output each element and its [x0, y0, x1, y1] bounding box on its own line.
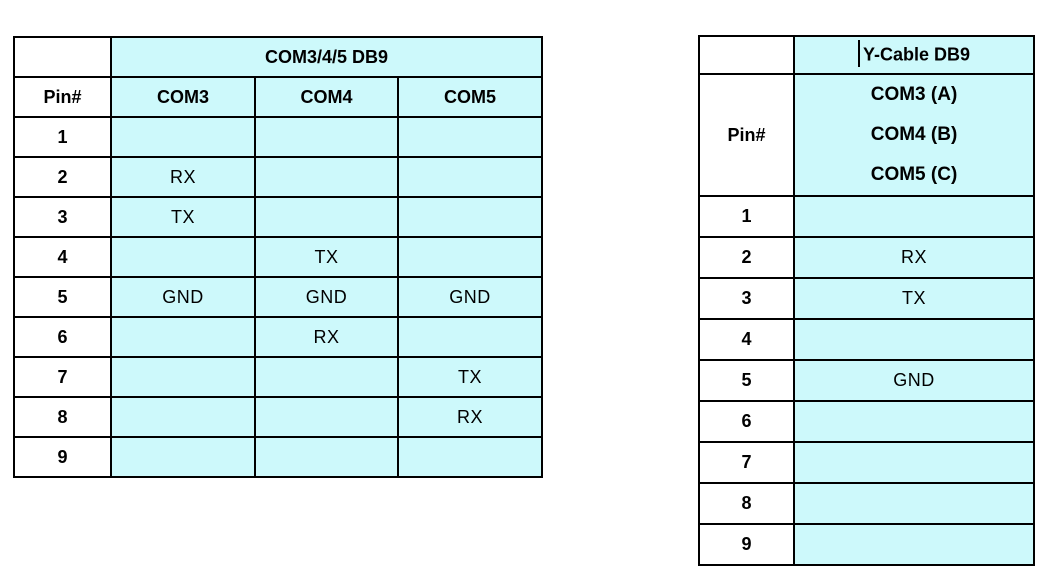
- pin-header-cell: Pin#: [698, 73, 795, 197]
- pin-cell: 3: [13, 196, 112, 238]
- value-cell: RX: [396, 396, 544, 438]
- table-row: 7 TX: [13, 356, 544, 398]
- table-row: 8 RX: [13, 396, 544, 438]
- value-cell: [396, 116, 544, 158]
- value-cell: [254, 116, 399, 158]
- pin-cell: 5: [698, 359, 795, 402]
- pin-cell: 6: [698, 400, 795, 443]
- value-cell: [110, 116, 256, 158]
- right-table-title: Y-Cable DB9: [793, 35, 1035, 75]
- column-header-com4: COM4: [254, 76, 399, 118]
- pin-cell: 5: [13, 276, 112, 318]
- left-table-corner-cell: [13, 36, 112, 78]
- value-cell: [793, 400, 1035, 443]
- value-cell: GND: [793, 359, 1035, 402]
- pin-cell: 1: [698, 195, 795, 238]
- value-cell: [254, 196, 399, 238]
- table-row: 4 TX: [13, 236, 544, 278]
- value-cell: TX: [396, 356, 544, 398]
- column-header-com3: COM3: [110, 76, 256, 118]
- value-cell: [254, 356, 399, 398]
- pin-cell: 4: [698, 318, 795, 361]
- value-cell: GND: [110, 276, 256, 318]
- pin-cell: 2: [698, 236, 795, 279]
- pin-header-cell: Pin#: [13, 76, 112, 118]
- pin-cell: 1: [13, 116, 112, 158]
- table-row: 4: [698, 318, 1035, 361]
- com-label-b: COM4 (B): [870, 124, 958, 145]
- table-row: 2 RX: [13, 156, 544, 198]
- table-row: 5 GND: [698, 359, 1035, 402]
- pin-cell: 3: [698, 277, 795, 320]
- table-row: 3 TX: [698, 277, 1035, 320]
- pin-cell: 7: [698, 441, 795, 484]
- right-table-corner-cell: [698, 35, 795, 75]
- value-cell: [793, 482, 1035, 525]
- com-label-c: COM5 (C): [870, 164, 958, 185]
- pin-cell: 9: [13, 436, 112, 478]
- value-cell: [110, 396, 256, 438]
- value-cell: [396, 196, 544, 238]
- value-cell: GND: [254, 276, 399, 318]
- pin-cell: 8: [13, 396, 112, 438]
- table-row: 1: [698, 195, 1035, 238]
- table-row: 6 RX: [13, 316, 544, 358]
- value-cell: TX: [254, 236, 399, 278]
- value-cell: [110, 316, 256, 358]
- table-row: 7: [698, 441, 1035, 484]
- table-row: 5 GND GND GND: [13, 276, 544, 318]
- value-cell: [396, 436, 544, 478]
- table-row: 1: [13, 116, 544, 158]
- text-cursor-icon: [857, 39, 860, 67]
- value-cell: [793, 523, 1035, 566]
- value-cell: [793, 441, 1035, 484]
- column-header-com5: COM5: [396, 76, 544, 118]
- value-cell: [110, 436, 256, 478]
- value-cell: RX: [110, 156, 256, 198]
- left-table-title: COM3/4/5 DB9: [109, 36, 544, 78]
- value-cell: [254, 436, 399, 478]
- pin-cell: 7: [13, 356, 112, 398]
- y-cable-db9-pinout-table: Y-Cable DB9 Pin# COM3 (A) COM4 (B) COM5 …: [698, 35, 1035, 566]
- com-labels-cell: COM3 (A) COM4 (B) COM5 (C): [793, 73, 1035, 197]
- right-table-header-row: Pin# COM3 (A) COM4 (B) COM5 (C): [698, 73, 1035, 197]
- value-cell: [396, 236, 544, 278]
- table-row: 6: [698, 400, 1035, 443]
- com345-db9-pinout-table: COM3/4/5 DB9 Pin# COM3 COM4 COM5 1 2 RX …: [13, 36, 544, 478]
- pin-cell: 9: [698, 523, 795, 566]
- value-cell: RX: [254, 316, 399, 358]
- value-cell: GND: [396, 276, 544, 318]
- left-table-title-row: COM3/4/5 DB9: [13, 36, 544, 78]
- value-cell: [396, 316, 544, 358]
- pin-cell: 2: [13, 156, 112, 198]
- table-row: 9: [13, 436, 544, 478]
- value-cell: [793, 318, 1035, 361]
- value-cell: [254, 156, 399, 198]
- left-table-header-row: Pin# COM3 COM4 COM5: [13, 76, 544, 118]
- table-row: 2 RX: [698, 236, 1035, 279]
- pin-cell: 8: [698, 482, 795, 525]
- table-row: 8: [698, 482, 1035, 525]
- value-cell: TX: [793, 277, 1035, 320]
- pin-cell: 4: [13, 236, 112, 278]
- right-table-title-text: Y-Cable DB9: [862, 43, 971, 64]
- value-cell: [110, 236, 256, 278]
- value-cell: [793, 195, 1035, 238]
- table-row: 3 TX: [13, 196, 544, 238]
- com-label-a: COM3 (A): [870, 84, 958, 105]
- table-row: 9: [698, 523, 1035, 566]
- value-cell: RX: [793, 236, 1035, 279]
- value-cell: TX: [110, 196, 256, 238]
- value-cell: [110, 356, 256, 398]
- value-cell: [396, 156, 544, 198]
- value-cell: [254, 396, 399, 438]
- right-table-title-row: Y-Cable DB9: [698, 35, 1035, 75]
- pin-cell: 6: [13, 316, 112, 358]
